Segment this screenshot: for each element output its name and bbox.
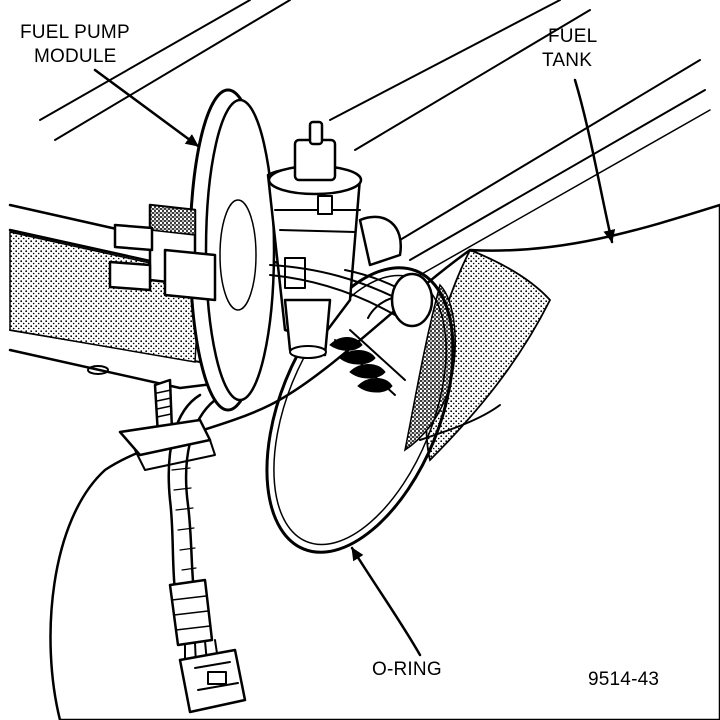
fuel-tank-label-line1: FUEL xyxy=(548,26,597,47)
leader-arrows xyxy=(93,68,616,657)
vehicle-underbody xyxy=(39,0,711,276)
fuel-pump-module-arrow xyxy=(93,68,200,148)
o-ring-label: O-RING xyxy=(372,659,442,680)
fuel-tank-arrow xyxy=(573,78,616,244)
mounting-clip xyxy=(118,378,216,471)
fuel-tank-label-line2: TANK xyxy=(542,50,592,71)
fuel-pump-module xyxy=(108,88,434,412)
figure-number: 9514-43 xyxy=(588,669,659,690)
fuel-pump-module-label-line2: MODULE xyxy=(34,46,117,67)
wiring-harness xyxy=(167,393,247,714)
pump-spring xyxy=(329,329,406,396)
fuel-tank xyxy=(49,203,720,720)
o-ring-arrow xyxy=(350,546,422,657)
fuel-pump-module-label-line1: FUEL PUMP xyxy=(20,22,130,43)
